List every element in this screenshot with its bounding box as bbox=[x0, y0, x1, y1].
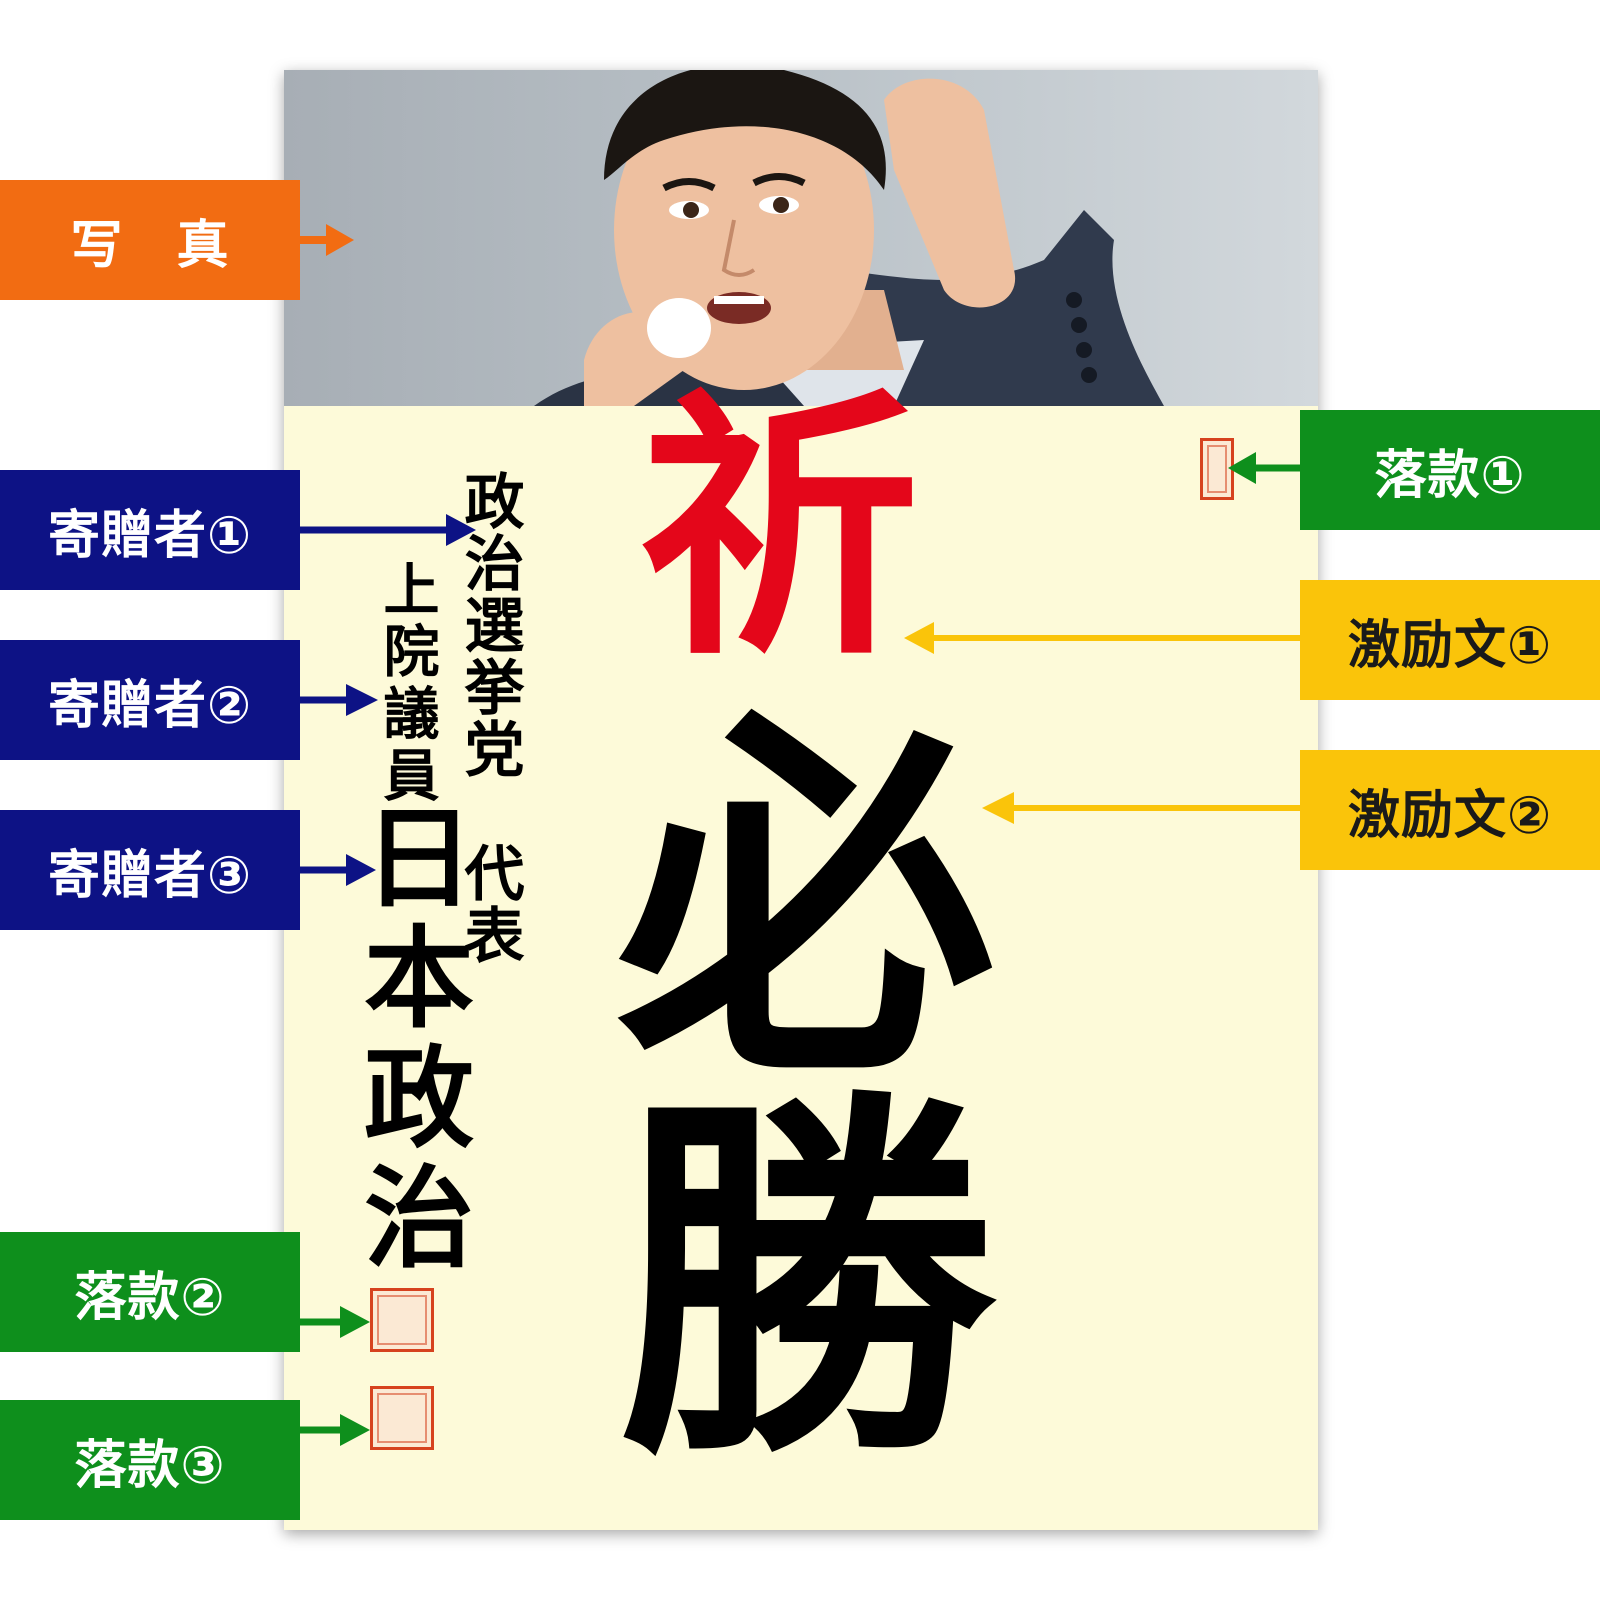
poster: 祈 必勝 政治選挙党 代表 上院議員 日本政治 bbox=[284, 70, 1318, 1530]
portrait-photo bbox=[284, 70, 1318, 406]
seal-3 bbox=[370, 1386, 434, 1450]
seal-2-border bbox=[377, 1295, 427, 1345]
donor2-arrow bbox=[300, 684, 378, 716]
message-black-calligraphy: 必勝 bbox=[551, 700, 998, 1460]
photo-arrow bbox=[300, 224, 354, 256]
message2-arrow bbox=[982, 792, 1300, 824]
man-portrait-illustration bbox=[534, 70, 1164, 406]
donor3-arrow bbox=[300, 854, 376, 886]
donor2-label: 寄贈者② bbox=[0, 640, 300, 760]
message-red-calligraphy: 祈 bbox=[590, 380, 919, 660]
donor1-arrow bbox=[300, 514, 476, 546]
seal3-label: 落款③ bbox=[0, 1400, 300, 1520]
message1-label: 激励文① bbox=[1300, 580, 1600, 700]
donor1-label: 寄贈者① bbox=[0, 470, 300, 590]
message1-arrow bbox=[904, 622, 1300, 654]
seal2-label: 落款② bbox=[0, 1232, 300, 1352]
message2-label: 激励文② bbox=[1300, 750, 1600, 870]
donor3-text: 日本政治 bbox=[345, 800, 474, 1280]
seal2-arrow bbox=[300, 1306, 370, 1338]
donor2-text: 上院議員 bbox=[374, 560, 440, 808]
seal1-arrow bbox=[1228, 452, 1300, 484]
photo-label: 写 真 bbox=[0, 180, 300, 300]
seal1-label: 落款① bbox=[1300, 410, 1600, 530]
seal3-arrow bbox=[300, 1414, 370, 1446]
seal-3-border bbox=[377, 1393, 427, 1443]
donor1-text: 政治選挙党 代表 bbox=[454, 470, 524, 966]
donor3-label: 寄贈者③ bbox=[0, 810, 300, 930]
seal-1-border bbox=[1207, 445, 1227, 493]
seal-2 bbox=[370, 1288, 434, 1352]
